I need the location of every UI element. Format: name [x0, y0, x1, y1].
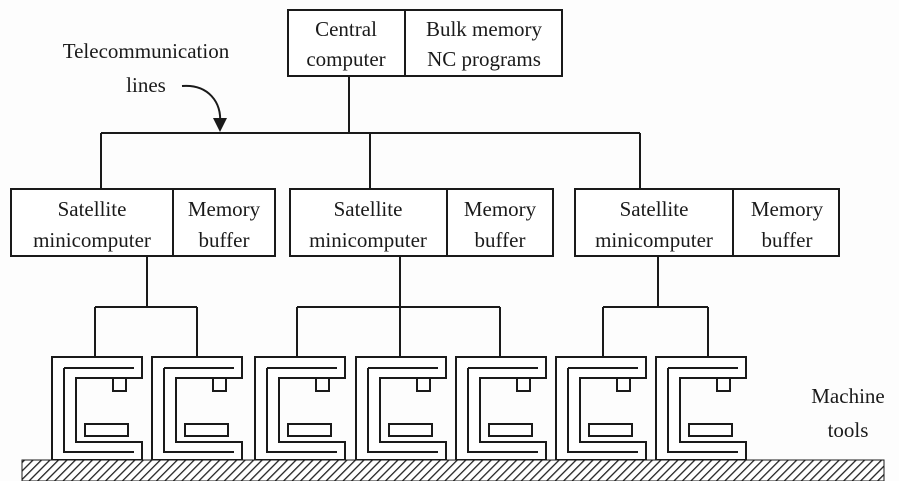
machine-tools-label-line2: tools — [828, 418, 869, 442]
machine-tool-4 — [355, 356, 447, 461]
machine-tool-worktable — [488, 423, 533, 437]
satellite-box-3: Satellite minicomputer Memory buffer — [574, 188, 840, 257]
satellite-2-connections — [296, 256, 501, 357]
machine-tool-inner-frame — [266, 367, 337, 453]
machine-tool-7 — [655, 356, 747, 461]
machine-tool-worktable — [84, 423, 129, 437]
satellite-1-left-line1: Satellite — [58, 197, 127, 221]
telecom-lines — [100, 76, 641, 189]
machine-tool-worktable — [184, 423, 229, 437]
machine-tools-label-line1: Machine — [811, 384, 884, 408]
central-left-line1: Central — [315, 17, 377, 41]
machine-tool-6 — [555, 356, 647, 461]
satellite-3-left-line2: minicomputer — [595, 228, 713, 252]
machine-tool-1 — [51, 356, 143, 461]
satellite-3-left-line1: Satellite — [620, 197, 689, 221]
satellite-2-right-line1: Memory — [464, 197, 537, 221]
machine-tool-worktable — [388, 423, 433, 437]
central-left-line2: computer — [306, 47, 385, 71]
machine-tool-spindle — [416, 377, 431, 392]
satellite-2-right-line2: buffer — [475, 228, 526, 252]
machine-tool-frame — [254, 356, 346, 461]
machine-tool-spindle — [516, 377, 531, 392]
machine-tool-worktable — [688, 423, 733, 437]
machine-tool-inner-frame — [63, 367, 134, 453]
telecom-arrow-head — [213, 118, 227, 132]
satellite-1-left-line2: minicomputer — [33, 228, 151, 252]
machine-tool-worktable — [588, 423, 633, 437]
machine-tool-inner-frame — [467, 367, 538, 453]
satellite-box-2: Satellite minicomputer Memory buffer — [289, 188, 554, 257]
machine-tool-inner-frame — [667, 367, 738, 453]
machine-tool-inner-frame — [367, 367, 438, 453]
machine-tools-label: Machine tools — [811, 384, 884, 442]
machine-tool-frame — [51, 356, 143, 461]
satellite-3-right-line1: Memory — [751, 197, 824, 221]
satellite-3-right-line2: buffer — [762, 228, 813, 252]
machine-tools — [51, 356, 747, 461]
satellite-3-connections — [602, 256, 709, 357]
machine-tool-2 — [151, 356, 243, 461]
machine-tool-spindle — [112, 377, 127, 392]
central-right-line1: Bulk memory — [426, 17, 543, 41]
satellite-2-left-line1: Satellite — [334, 197, 403, 221]
machine-tool-5 — [455, 356, 547, 461]
machine-tool-frame — [455, 356, 547, 461]
machine-tool-frame — [655, 356, 747, 461]
central-computer-box: Central computer Bulk memory NC programs — [287, 9, 563, 77]
machine-tool-spindle — [315, 377, 330, 392]
satellite-1-right-line2: buffer — [199, 228, 250, 252]
satellite-box-1: Satellite minicomputer Memory buffer — [10, 188, 276, 257]
telecom-label: Telecommunication lines — [63, 39, 230, 132]
machine-tool-frame — [355, 356, 447, 461]
machine-tool-spindle — [212, 377, 227, 392]
machine-tool-inner-frame — [163, 367, 234, 453]
central-right-line2: NC programs — [427, 47, 541, 71]
telecom-label-line1: Telecommunication — [63, 39, 230, 63]
machine-tool-spindle — [716, 377, 731, 392]
machine-tool-inner-frame — [567, 367, 638, 453]
shop-floor — [21, 459, 885, 481]
satellite-1-connections — [94, 256, 198, 357]
satellite-1-right-line1: Memory — [188, 197, 261, 221]
satellite-2-left-line2: minicomputer — [309, 228, 427, 252]
machine-tool-spindle — [616, 377, 631, 392]
machine-tool-3 — [254, 356, 346, 461]
machine-tool-worktable — [287, 423, 332, 437]
telecom-label-line2: lines — [126, 73, 166, 97]
machine-tool-frame — [151, 356, 243, 461]
machine-tool-frame — [555, 356, 647, 461]
